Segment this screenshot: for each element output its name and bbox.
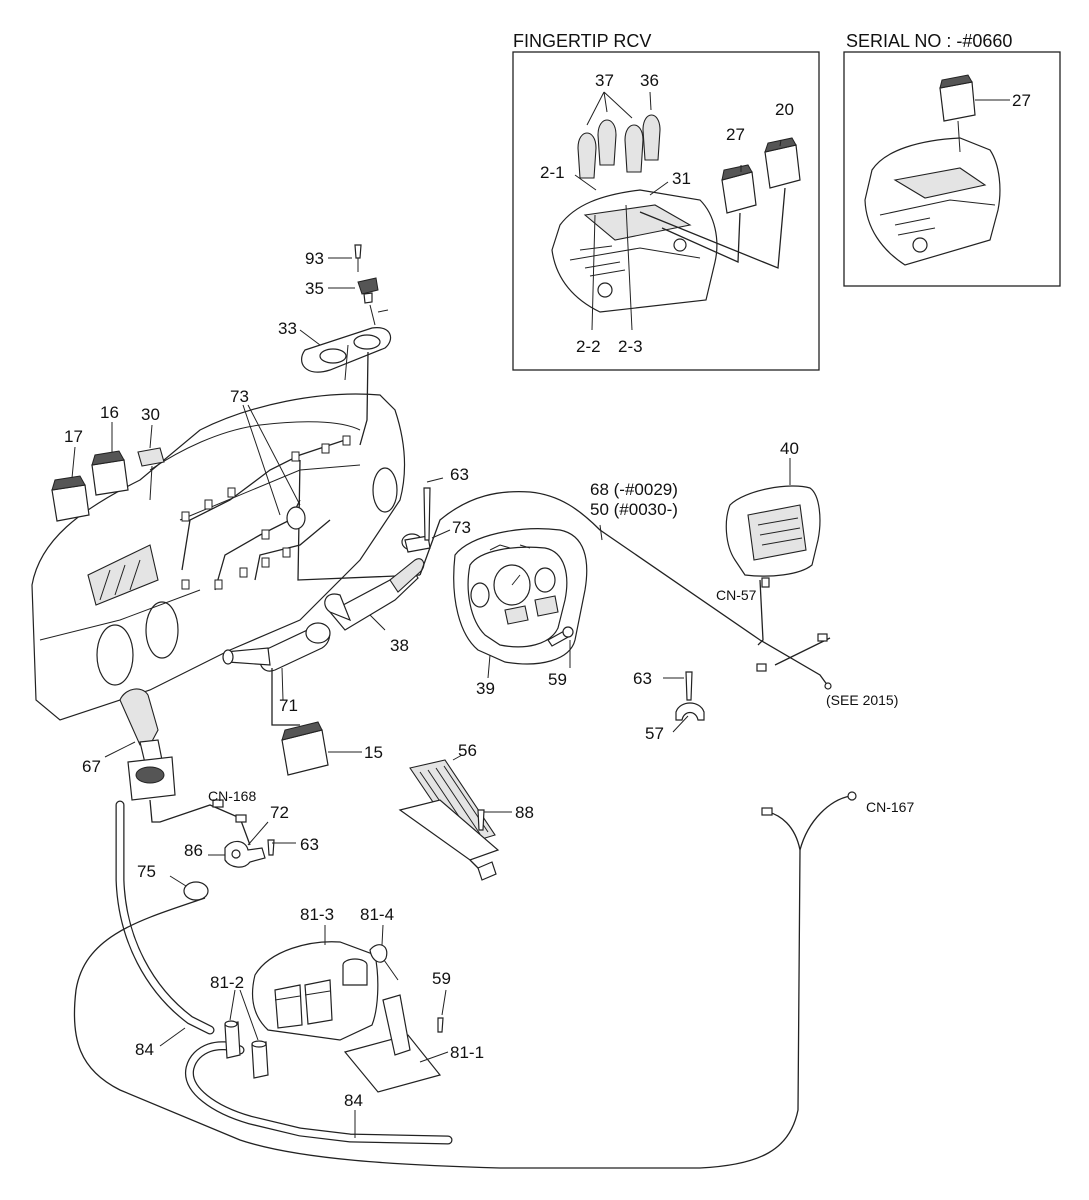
label-30: 30 bbox=[141, 405, 160, 424]
label-31: 31 bbox=[672, 169, 691, 188]
label-37: 37 bbox=[595, 71, 614, 90]
hose-84: 84 84 bbox=[115, 800, 453, 1145]
label-93: 93 bbox=[305, 249, 324, 268]
label-38: 38 bbox=[390, 636, 409, 655]
instrument-cluster-39: 39 59 bbox=[453, 528, 588, 698]
label-81-2: 81-2 bbox=[210, 973, 244, 992]
label-84-bottom: 84 bbox=[344, 1091, 363, 1110]
label-67: 67 bbox=[82, 757, 101, 776]
tank-81-assembly: 81-3 81-4 81-2 59 81-1 bbox=[210, 905, 484, 1093]
label-27-serial: 27 bbox=[1012, 91, 1031, 110]
label-39: 39 bbox=[476, 679, 495, 698]
harness-68-50: 68 (-#0029) 50 (#0030-) CN-57 (SEE 2015) bbox=[419, 480, 898, 708]
joystick-67: 67 CN-168 72 bbox=[82, 688, 289, 846]
label-72: 72 bbox=[270, 803, 289, 822]
label-81-3: 81-3 bbox=[300, 905, 334, 924]
label-59-upper: 59 bbox=[548, 670, 567, 689]
fingertip-rcv-title: FINGERTIP RCV bbox=[513, 31, 651, 51]
clamp-73-upper: 73 bbox=[230, 387, 306, 530]
plate-33-assembly: 93 35 33 bbox=[278, 244, 392, 446]
dash-panel bbox=[31, 393, 421, 721]
label-35: 35 bbox=[305, 279, 324, 298]
bracket-57: 63 57 bbox=[633, 669, 705, 743]
label-71: 71 bbox=[279, 696, 298, 715]
label-63-bracket: 63 bbox=[633, 669, 652, 688]
label-56: 56 bbox=[458, 741, 477, 760]
label-27: 27 bbox=[726, 125, 745, 144]
column-38-71: 38 71 bbox=[222, 558, 425, 715]
label-15: 15 bbox=[364, 743, 383, 762]
label-40: 40 bbox=[780, 439, 799, 458]
label-84-left: 84 bbox=[135, 1040, 154, 1059]
label-36: 36 bbox=[640, 71, 659, 90]
label-68: 68 (-#0029) bbox=[590, 480, 678, 499]
fingertip-rcv-panel: FINGERTIP RCV 37 36 20 27 2 bbox=[512, 31, 820, 371]
label-20: 20 bbox=[775, 100, 794, 119]
label-cn-57: CN-57 bbox=[716, 587, 757, 603]
label-17: 17 bbox=[64, 427, 83, 446]
label-63-clamp: 63 bbox=[300, 835, 319, 854]
label-81-1: 81-1 bbox=[450, 1043, 484, 1062]
display-40: 40 bbox=[725, 439, 821, 577]
label-73-lower: 73 bbox=[452, 518, 471, 537]
pedal-56: 56 88 bbox=[398, 741, 534, 881]
label-57: 57 bbox=[645, 724, 664, 743]
label-cn-167: CN-167 bbox=[866, 799, 914, 815]
clamp-86-75: 63 86 75 bbox=[137, 835, 319, 901]
serial-no-panel: SERIAL NO : -#0660 27 bbox=[843, 31, 1061, 287]
label-2-1: 2-1 bbox=[540, 163, 565, 182]
clamp-73-lower: 63 73 bbox=[401, 465, 471, 553]
label-73-upper: 73 bbox=[230, 387, 249, 406]
label-cn-168: CN-168 bbox=[208, 788, 256, 804]
label-2-3: 2-3 bbox=[618, 337, 643, 356]
switch-15: 15 bbox=[271, 668, 383, 776]
rcv-knob-group bbox=[577, 114, 661, 179]
harness-cn-167: CN-167 bbox=[73, 791, 914, 1169]
label-50: 50 (#0030-) bbox=[590, 500, 678, 519]
label-88: 88 bbox=[515, 803, 534, 822]
label-59-tank: 59 bbox=[432, 969, 451, 988]
label-2-2: 2-2 bbox=[576, 337, 601, 356]
label-86: 86 bbox=[184, 841, 203, 860]
label-75: 75 bbox=[137, 862, 156, 881]
serial-no-title: SERIAL NO : -#0660 bbox=[846, 31, 1012, 51]
dash-switches: 17 16 30 bbox=[51, 403, 165, 522]
label-see-2015: (SEE 2015) bbox=[826, 692, 898, 708]
label-16: 16 bbox=[100, 403, 119, 422]
label-63-upper: 63 bbox=[450, 465, 469, 484]
label-81-4: 81-4 bbox=[360, 905, 394, 924]
label-33: 33 bbox=[278, 319, 297, 338]
